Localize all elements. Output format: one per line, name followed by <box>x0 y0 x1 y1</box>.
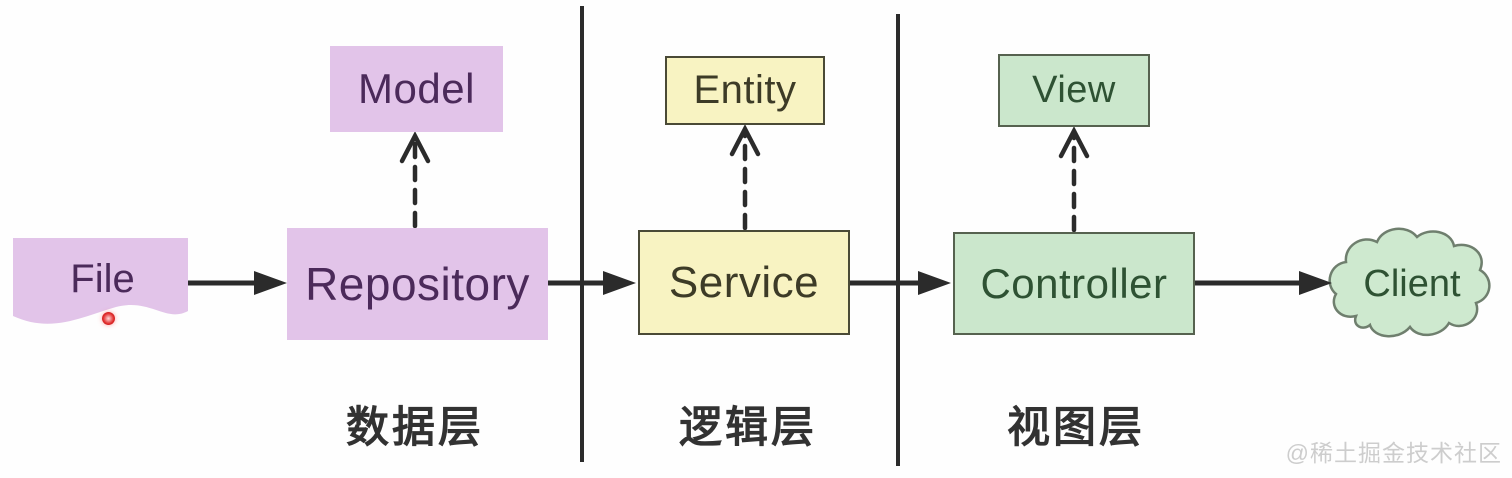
node-entity-label: Entity <box>693 68 797 112</box>
arrow-repository-to-model <box>399 131 431 229</box>
node-repository: Repository <box>287 228 548 340</box>
node-view: View <box>998 54 1150 127</box>
node-controller-label: Controller <box>980 259 1168 307</box>
layer-label-view: 视图层 <box>1007 404 1145 452</box>
layer-label-data: 数据层 <box>346 404 484 452</box>
node-model: Model <box>330 46 503 132</box>
arrow-file-to-repository <box>188 271 287 295</box>
arrow-service-to-entity <box>729 124 761 231</box>
node-view-label: View <box>1032 69 1116 111</box>
watermark: @稀土掘金技术社区 <box>1285 440 1502 466</box>
node-repository-label: Repository <box>305 258 530 310</box>
node-controller: Controller <box>953 232 1195 335</box>
arrow-controller-to-view <box>1058 126 1090 233</box>
node-service-label: Service <box>668 257 820 307</box>
client-cloud-shape <box>1328 227 1491 338</box>
arrow-repository-to-service <box>548 271 636 295</box>
node-service: Service <box>638 230 850 335</box>
layer-label-logic: 逻辑层 <box>679 404 817 452</box>
arrow-service-to-controller <box>850 271 951 295</box>
file-document-shape <box>13 238 188 324</box>
arrow-controller-to-client <box>1195 271 1332 295</box>
node-model-label: Model <box>358 65 475 112</box>
red-dot-annotation <box>102 312 115 325</box>
node-entity: Entity <box>665 56 825 125</box>
